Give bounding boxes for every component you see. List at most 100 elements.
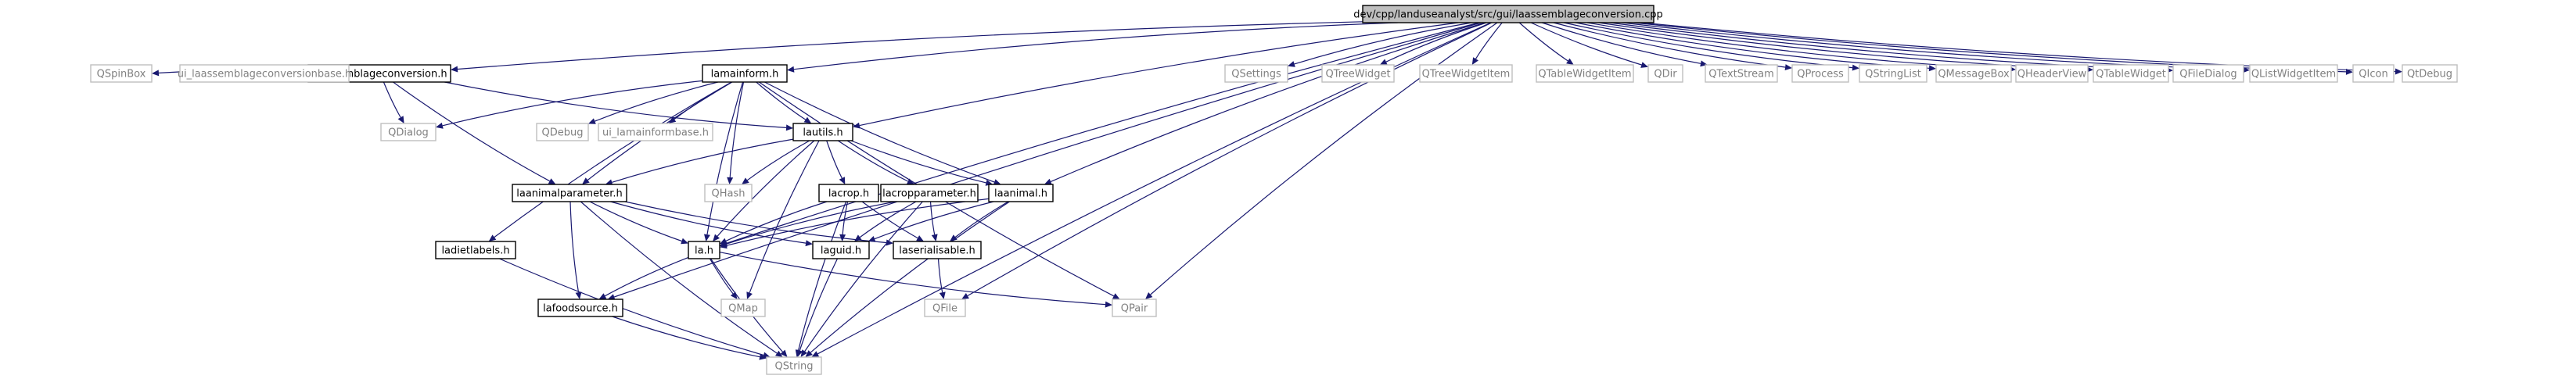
node-lafoodsource-h[interactable]: lafoodsource.h: [537, 299, 623, 317]
edge-line: [612, 138, 794, 183]
edge-line: [793, 22, 1398, 70]
arrow-head-icon: [780, 349, 788, 357]
node-box: [1224, 64, 1288, 83]
edge-laanimalparameter-h-to-la-h: [589, 201, 688, 245]
node-box: [702, 64, 788, 83]
node-qtextstream: QTextStream: [1705, 64, 1778, 83]
edge-line: [393, 81, 550, 182]
node-laanimalparameter-h[interactable]: laanimalparameter.h: [512, 184, 627, 202]
arrow-head-icon: [868, 236, 876, 242]
node-laguid-h[interactable]: laguid.h: [812, 241, 870, 259]
arrow-head-icon: [548, 178, 556, 184]
edge-line: [499, 258, 764, 356]
edge-line: [764, 81, 995, 183]
node-label: QListWidgetItem: [2251, 69, 2336, 80]
node-ladietlabels-h[interactable]: ladietlabels.h: [435, 241, 516, 259]
node-qstringlist: QStringList: [1859, 64, 1928, 83]
node-box: [988, 184, 1054, 202]
edge-line: [859, 22, 1459, 127]
node-la-h[interactable]: la.h: [688, 241, 720, 259]
edge-line: [1050, 22, 1486, 182]
node-box: [537, 299, 623, 317]
node-label: QString: [774, 361, 813, 373]
edge-line: [717, 140, 815, 237]
edge-line: [726, 201, 896, 245]
node-label: QTreeWidget: [1325, 69, 1390, 80]
node-lacrop-h[interactable]: lacrop.h: [818, 184, 879, 202]
edge-laassemblageconversion-h-to-lautils-h: [444, 81, 793, 131]
node-label: QtDebug: [2407, 69, 2452, 80]
edge-line: [842, 201, 849, 235]
node-label: QPair: [1121, 303, 1148, 315]
node-qspinbox: QSpinBox: [90, 64, 153, 83]
edge-laanimal-h-to-qstring: [805, 201, 1010, 357]
node-qtablewidgetitem: QTableWidgetItem: [1536, 64, 1634, 83]
node-laanimal-h[interactable]: laanimal.h: [988, 184, 1054, 202]
arrow-head-icon: [742, 177, 749, 184]
edge-line: [383, 81, 401, 118]
edge-lacropparameter-h-to-laguid-h: [854, 201, 917, 241]
edge-lacropparameter-h-to-laserialisable-h: [929, 201, 938, 241]
node-lautils-h[interactable]: lautils.h: [792, 123, 853, 141]
edge-root-to-laanimal-h: [1044, 22, 1486, 185]
node-label: QDebug: [542, 127, 584, 139]
node-qmap: QMap: [720, 299, 766, 317]
edge-line: [610, 201, 807, 244]
node-label: QDialog: [388, 127, 429, 139]
node-lamainform-h[interactable]: lamainform.h: [702, 64, 788, 83]
edge-root-to-qtreewidget: [1379, 22, 1487, 65]
edge-line: [706, 81, 744, 235]
arrow-head-icon: [598, 293, 607, 299]
arrow-head-icon: [803, 116, 812, 123]
node-label: QFileDialog: [2179, 69, 2236, 80]
arrow-head-icon: [605, 179, 613, 186]
node-lacropparameter-h[interactable]: lacropparameter.h: [880, 184, 979, 202]
node-qfiledialog: QFileDialog: [2172, 64, 2244, 83]
edge-line: [595, 81, 718, 122]
node-box: [818, 184, 879, 202]
arrow-head-icon: [939, 291, 946, 299]
edge-line: [1564, 22, 1853, 69]
node-box: [2093, 64, 2169, 83]
node-box: [536, 123, 589, 141]
node-box: [704, 184, 753, 202]
edge-laassemblageconversion-h-to-qdialog: [383, 81, 404, 123]
edge-line: [726, 198, 990, 246]
edge-root-to-lafoodsource-h: [607, 22, 1482, 300]
node-label: ui_lamainformbase.h: [602, 127, 709, 139]
arrow-head-icon: [436, 122, 444, 129]
edge-laassemblageconversion-h-to-laanimalparameter-h: [393, 81, 556, 184]
arrow-head-icon: [713, 234, 720, 241]
arrow-head-icon: [668, 116, 677, 123]
node-label: lacropparameter.h: [882, 188, 976, 200]
edge-line: [719, 252, 1106, 306]
node-root[interactable]: dev/cpp/landuseanalyst/src/gui/laassembl…: [1353, 5, 1663, 23]
edge-line: [756, 81, 807, 120]
node-laserialisable-h[interactable]: laserialisable.h: [893, 241, 982, 259]
node-box: [688, 241, 720, 259]
node-box: [2015, 64, 2089, 83]
node-box: [792, 123, 853, 141]
edge-line: [861, 201, 918, 239]
edge-laguid-h-to-qstring: [796, 258, 839, 357]
arrow-head-icon: [805, 240, 813, 247]
nodes-layer: dev/cpp/landuseanalyst/src/gui/laassembl…: [90, 5, 2458, 375]
arrow-head-icon: [854, 234, 862, 241]
node-qtdebug: QtDebug: [2402, 64, 2458, 83]
edge-line: [589, 201, 682, 242]
node-box: [435, 241, 516, 259]
node-label: QIcon: [2359, 69, 2387, 80]
node-label: laanimalparameter.h: [516, 188, 622, 200]
arrow-head-icon: [1044, 178, 1052, 185]
edge-line: [967, 22, 1493, 297]
edge-lamainform-h-to-qdialog: [436, 80, 703, 129]
node-qfile: QFile: [924, 299, 966, 317]
arrow-head-icon: [152, 70, 160, 77]
arrow-head-icon: [775, 350, 783, 357]
edge-line: [569, 201, 580, 293]
edge-line: [804, 201, 923, 352]
edge-lamainform-h-to-laanimal-h: [764, 81, 1001, 185]
node-qheaderview: QHeaderView: [2015, 64, 2089, 83]
node-label: QMap: [728, 303, 758, 315]
